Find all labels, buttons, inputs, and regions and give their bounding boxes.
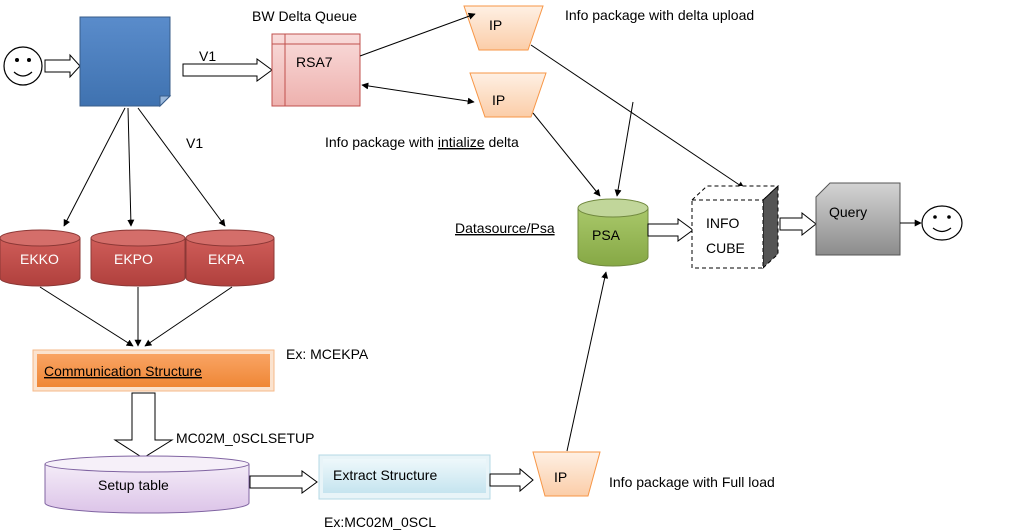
label-ip-delta-upload: Info package with delta upload xyxy=(565,7,754,23)
label-v1-mid: V1 xyxy=(186,135,203,151)
rsa7-label: RSA7 xyxy=(296,54,333,70)
setup-table-label: Setup table xyxy=(98,477,169,493)
ekpa-label: EKPA xyxy=(208,251,245,267)
connector-ekpa-to-comm xyxy=(144,286,233,347)
db-ekko-node: EKKO xyxy=(0,229,81,287)
user-smiley-right-icon xyxy=(921,205,963,241)
connector-rsa7-to-ip-top xyxy=(359,12,476,57)
ekpo-label: EKPO xyxy=(114,251,153,267)
psa-node: PSA xyxy=(577,198,649,267)
psa-label: PSA xyxy=(592,227,621,243)
db-ekpo-node: EKPO xyxy=(90,229,186,287)
ip-top-label: IP xyxy=(489,17,502,33)
label-ex-mc02m: Ex:MC02M_0SCL xyxy=(324,514,436,530)
query-label: Query xyxy=(829,204,867,220)
block-arrow-setup-to-extract xyxy=(249,470,318,494)
ip-bottom-node: IP xyxy=(532,451,601,497)
block-arrow-extract-to-ip xyxy=(489,467,534,493)
block-arrow-doc-to-rsa7 xyxy=(182,58,273,82)
connector-ip-mid-to-psa xyxy=(532,112,601,197)
connector-ekko-to-comm xyxy=(39,286,134,347)
label-mc02m-setup: MC02M_0SCLSETUP xyxy=(176,430,315,446)
extract-structure-node: Extract Structure xyxy=(318,454,491,500)
db-ekpa-node: EKPA xyxy=(185,229,275,287)
ip-middle-node: IP xyxy=(469,72,547,118)
ip-middle-label: IP xyxy=(492,92,505,108)
info-cube-label-line1: INFO xyxy=(706,215,740,231)
source-document-icon xyxy=(79,16,172,108)
extract-structure-label: Extract Structure xyxy=(333,467,437,483)
label-ip-init-delta: Info package with intialize delta xyxy=(325,134,519,150)
block-arrow-comm-to-setup xyxy=(113,392,174,459)
label-bw-delta-queue: BW Delta Queue xyxy=(252,8,357,24)
connector-rsa7-ip-mid xyxy=(361,82,475,105)
setup-table-node: Setup table xyxy=(44,455,250,514)
connector-ip-top-to-cube xyxy=(530,44,745,189)
connector-ip-bottom-to-psa xyxy=(566,271,609,452)
label-v1-top: V1 xyxy=(199,48,216,64)
ip-top-node: IP xyxy=(463,5,544,51)
label-ip-full-load: Info package with Full load xyxy=(609,474,775,490)
query-node: Query xyxy=(815,182,901,256)
rsa7-queue-node: RSA7 xyxy=(271,33,361,107)
block-arrow-user-to-doc xyxy=(44,53,81,79)
connector-junction-to-psa xyxy=(614,101,634,197)
comm-structure-label: Communication Structure xyxy=(44,363,202,379)
connector-doc-to-ekpo xyxy=(127,107,135,227)
connector-doc-to-ekko xyxy=(63,107,126,227)
block-arrow-cube-to-query xyxy=(779,211,817,237)
user-smiley-left-icon xyxy=(3,46,43,86)
label-datasource-psa: Datasource/Psa xyxy=(455,220,555,236)
info-cube-node: INFO CUBE xyxy=(691,184,780,270)
ekko-label: EKKO xyxy=(20,251,59,267)
block-arrow-psa-to-cube xyxy=(647,218,694,242)
connector-doc-to-ekpa xyxy=(137,107,226,227)
label-ex-mcekpa: Ex: MCEKPA xyxy=(286,346,369,362)
ip-bottom-label: IP xyxy=(554,469,567,485)
communication-structure-node: Communication Structure xyxy=(32,349,275,392)
info-cube-label-line2: CUBE xyxy=(706,240,745,256)
